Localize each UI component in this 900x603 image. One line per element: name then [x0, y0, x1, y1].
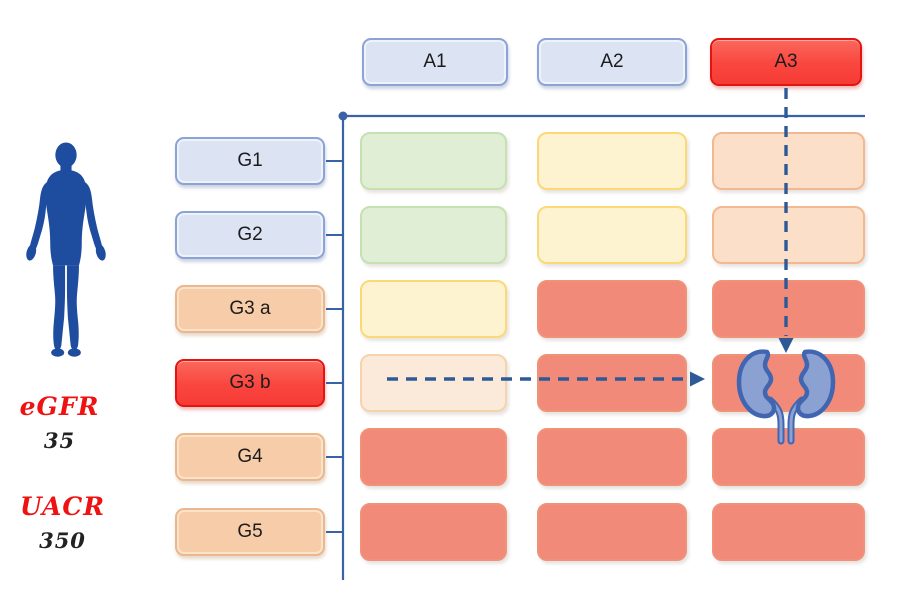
risk-cell-g1-a1 — [360, 132, 507, 190]
albuminuria-category-a2[interactable]: A2 — [537, 38, 687, 86]
risk-cell-g3b-a2 — [537, 354, 687, 412]
risk-cell-g2-a2 — [537, 206, 687, 264]
gfr-category-g5[interactable]: G5 — [175, 508, 325, 556]
gfr-category-g3a[interactable]: G3 a — [175, 285, 325, 333]
gfr-category-g1[interactable]: G1 — [175, 137, 325, 185]
risk-cell-g2-a1 — [360, 206, 507, 264]
risk-cell-g4-a2 — [537, 428, 687, 486]
uacr-label: UACR — [19, 492, 106, 521]
axis-origin-dot — [338, 111, 348, 121]
risk-cell-g5-a3 — [712, 503, 865, 561]
risk-cell-g5-a2 — [537, 503, 687, 561]
risk-cell-g1-a2 — [537, 132, 687, 190]
risk-cell-g1-a3 — [712, 132, 865, 190]
egfr-label: eGFR — [19, 392, 100, 421]
risk-cell-g3a-a1 — [360, 280, 507, 338]
gfr-category-g4[interactable]: G4 — [175, 433, 325, 481]
gfr-category-g3b[interactable]: G3 b — [175, 359, 325, 407]
uacr-value: 350 — [39, 528, 86, 553]
albuminuria-category-a1[interactable]: A1 — [362, 38, 508, 86]
risk-cell-g3a-a2 — [537, 280, 687, 338]
risk-cell-g3b-a1 — [360, 354, 507, 412]
risk-cell-g4-a3 — [712, 428, 865, 486]
risk-cell-g4-a1 — [360, 428, 507, 486]
risk-cell-g3b-a3 — [712, 354, 865, 412]
risk-cell-g3a-a3 — [712, 280, 865, 338]
risk-cell-g5-a1 — [360, 503, 507, 561]
human-silhouette-icon — [26, 142, 106, 357]
egfr-value: 35 — [43, 428, 76, 453]
risk-cell-g2-a3 — [712, 206, 865, 264]
gfr-category-g2[interactable]: G2 — [175, 211, 325, 259]
albuminuria-category-a3[interactable]: A3 — [710, 38, 862, 86]
